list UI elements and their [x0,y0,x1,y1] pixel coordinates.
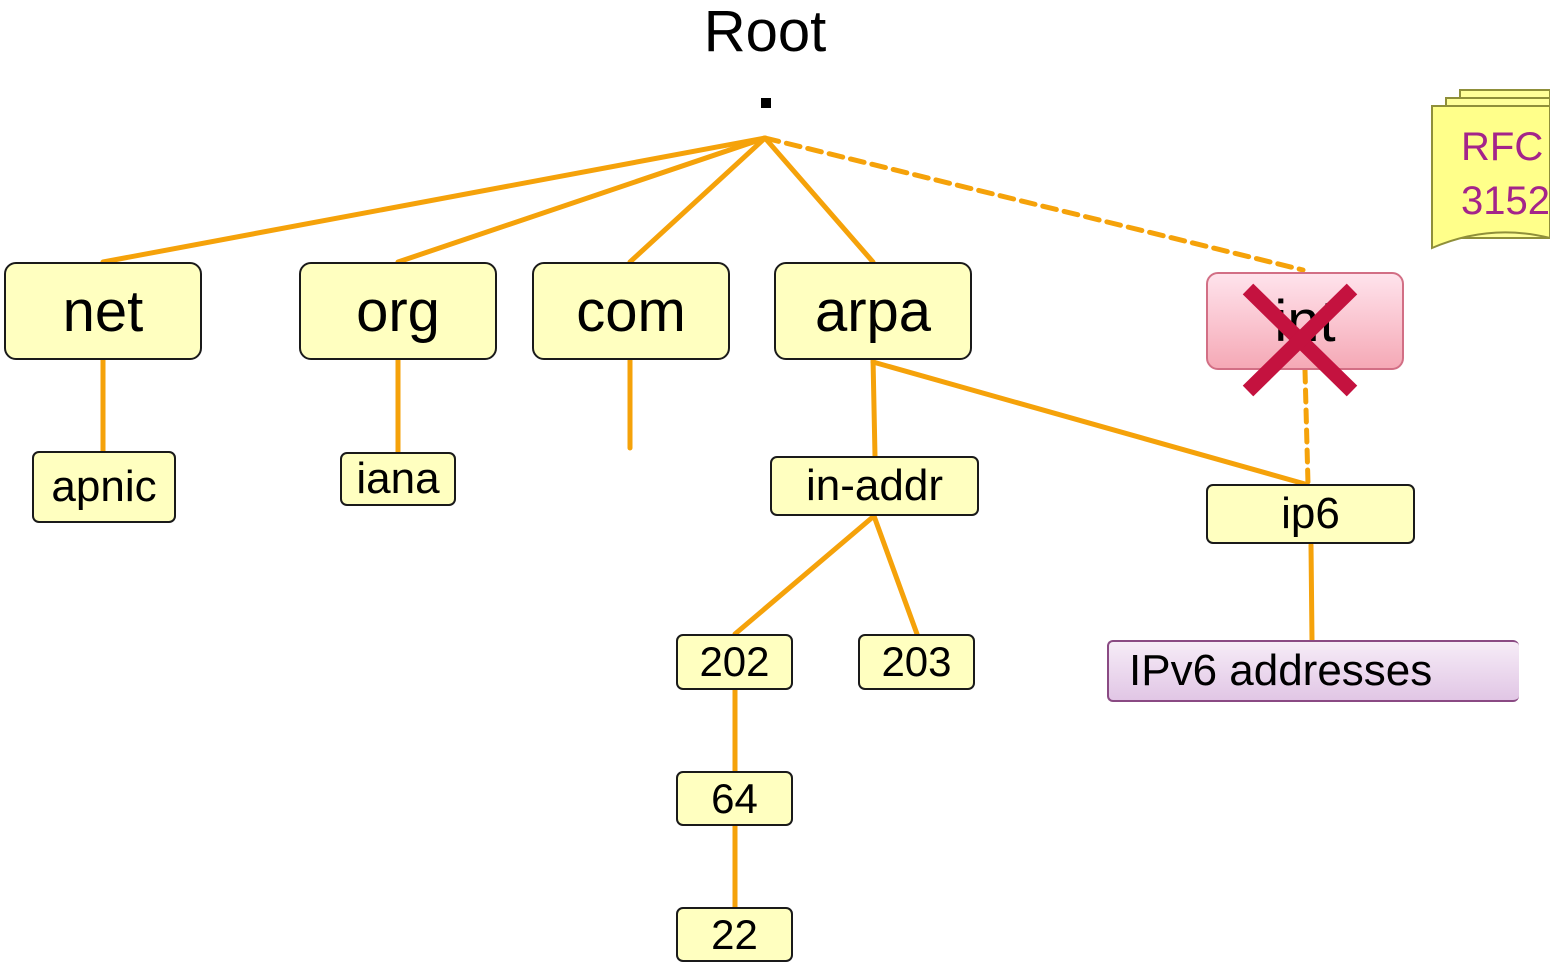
edge-root-com [627,135,768,265]
edge-arpa-inaddr [870,355,878,459]
root-label: Root [703,0,827,64]
edge-inaddr-203 [871,513,920,637]
rfc-note: RFC 3152 [1461,125,1550,223]
node-203: 203 [858,634,975,690]
cross-icon [1242,283,1358,397]
node-202: 202 [676,634,793,690]
node-arpa: arpa [774,262,972,360]
node-ip6: ip6 [1206,484,1415,544]
node-net: net [4,262,202,360]
node-org: org [299,262,497,360]
edge-root-arpa [762,135,876,265]
edge-inaddr-202 [732,513,877,637]
node-64: 64 [676,771,793,826]
edge-ip6-ipv6 [1308,542,1315,643]
edge-arpa-ip6 [870,359,1308,487]
node-iana: iana [340,452,456,506]
node-in-addr: in-addr [770,456,979,516]
edge-root-org [395,135,768,265]
node-com: com [532,262,730,360]
edge-root-net [100,135,768,265]
edge-root-int [762,135,1306,273]
node-apnic: apnic [32,451,176,523]
document-stack-icon [1431,89,1550,250]
node-ipv6-addresses: IPv6 addresses [1107,640,1519,702]
edge-int-ip6 [1302,367,1311,487]
tree-connectors [100,135,1315,910]
root-dot [761,98,771,108]
node-22: 22 [676,907,793,962]
